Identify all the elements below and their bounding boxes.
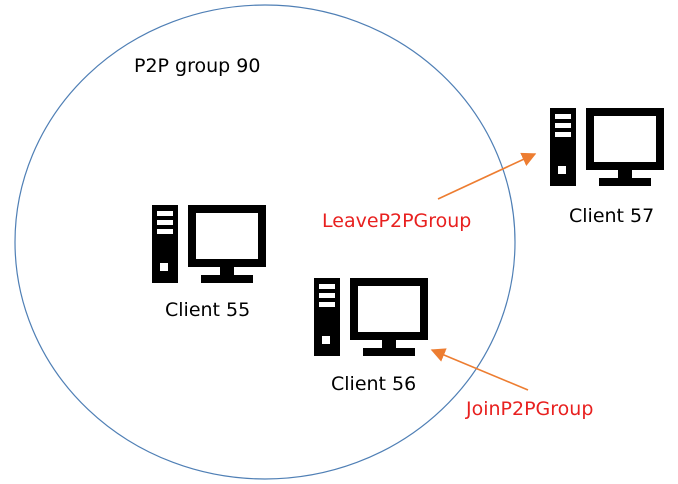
- client-55-computer-icon: [152, 205, 266, 283]
- client-55-label: Client 55: [165, 299, 251, 321]
- client-56-label: Client 56: [331, 373, 417, 395]
- join-group-label: JoinP2PGroup: [466, 398, 594, 420]
- client-57-computer-icon: [550, 108, 664, 186]
- leave-group-label: LeaveP2PGroup: [322, 210, 472, 232]
- group-label: P2P group 90: [134, 55, 261, 77]
- client-56-computer-icon: [314, 278, 428, 356]
- leave-arrow: [437, 152, 537, 200]
- client-57-label: Client 57: [569, 205, 655, 227]
- p2p-group-circle: [14, 4, 516, 480]
- join-arrow: [430, 348, 529, 391]
